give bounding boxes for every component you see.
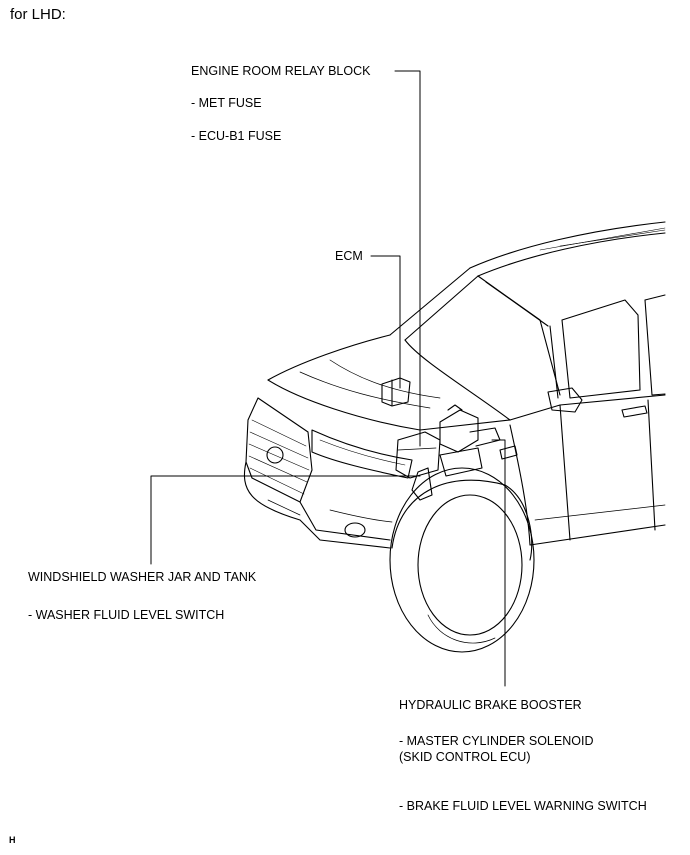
- washer-jar-leader: [150, 475, 421, 565]
- master-cylinder-label: - MASTER CYLINDER SOLENOID: [399, 734, 594, 748]
- washer-tank-unit: [411, 447, 483, 501]
- brake-booster-leader: [491, 439, 506, 687]
- ecu-b1-fuse-label: - ECU-B1 FUSE: [191, 129, 282, 143]
- front-wheel: [389, 467, 535, 653]
- ecm-label: ECM: [335, 249, 363, 263]
- skid-control-label: (SKID CONTROL ECU): [399, 750, 531, 764]
- brake-switch-label: - BRAKE FLUID LEVEL WARNING SWITCH: [399, 799, 647, 813]
- ecm-leader: [370, 255, 401, 389]
- met-fuse-label: - MET FUSE: [191, 96, 262, 110]
- washer-switch-label: - WASHER FLUID LEVEL SWITCH: [28, 608, 225, 622]
- relay-block-leader: [394, 70, 421, 447]
- leader-lines: [150, 70, 506, 687]
- relay-block-label: ENGINE ROOM RELAY BLOCK: [191, 64, 371, 78]
- brake-booster-label: HYDRAULIC BRAKE BOOSTER: [399, 698, 582, 712]
- relay-block-unit: [395, 431, 441, 479]
- page-header: for LHD:: [10, 6, 66, 23]
- corner-mark: H: [9, 835, 16, 845]
- washer-jar-label: WINDSHIELD WASHER JAR AND TANK: [28, 570, 257, 584]
- vehicle-body: [243, 221, 666, 549]
- brake-booster-unit: [439, 404, 501, 453]
